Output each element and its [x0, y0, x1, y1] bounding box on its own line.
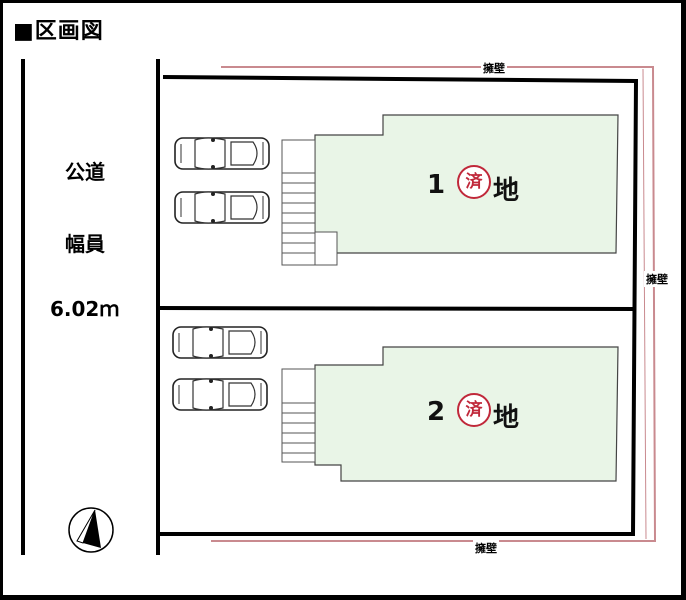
car-icon — [174, 191, 270, 224]
lot-suffix-1: 地 — [493, 176, 520, 206]
car-icon — [172, 378, 268, 411]
sold-stamp-1: 済 — [457, 165, 491, 199]
north-arrow-icon — [68, 507, 114, 553]
lot-number-1: 1 — [427, 170, 446, 200]
lot-number-2: 2 — [427, 397, 446, 427]
wall-label-top: 擁壁 — [481, 60, 507, 76]
car-icon — [174, 137, 270, 170]
retaining-wall-outline — [211, 66, 657, 542]
car-icon — [172, 326, 268, 359]
lot-divider — [157, 306, 637, 311]
retaining-wall-right-inner — [642, 68, 647, 540]
wall-label-bottom: 擁壁 — [473, 540, 499, 556]
stairs-icon — [281, 368, 316, 463]
plan-frame: ■区画図 公道 幅員 6.02ｍ 擁壁 擁壁 擁壁 1 済 地 2 済 地 — [3, 3, 681, 595]
wall-label-right: 擁壁 — [644, 271, 670, 287]
sold-stamp-2: 済 — [457, 393, 491, 427]
road-width-value: 6.02ｍ — [50, 297, 120, 321]
road-label: 公道 — [65, 160, 105, 184]
road-width-heading: 幅員 — [65, 232, 105, 256]
lot-suffix-2: 地 — [493, 403, 520, 433]
stairs-icon — [281, 139, 338, 266]
page-title: ■区画図 — [13, 19, 104, 44]
